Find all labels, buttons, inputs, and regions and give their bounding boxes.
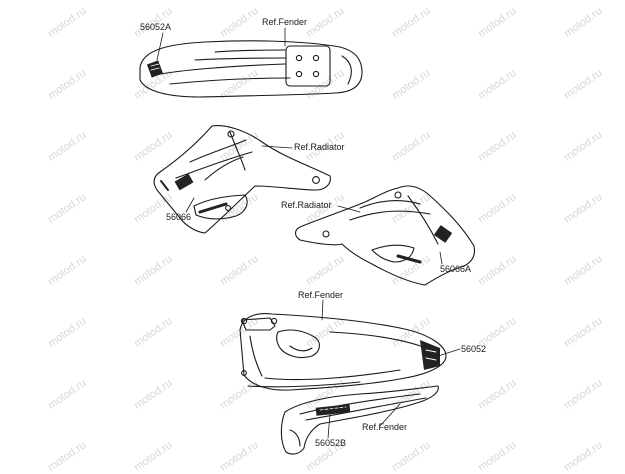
radiator-shroud-right bbox=[294, 185, 476, 286]
decal-56052 bbox=[420, 340, 440, 370]
decal-56066 bbox=[174, 173, 194, 191]
label-radiator-shroud-right-ref: Ref.Radiator bbox=[281, 200, 332, 210]
label-rear-fender-decal: 56052 bbox=[461, 344, 487, 354]
label-rear-fender-ref: Ref.Fender bbox=[298, 290, 344, 300]
label-radiator-shroud-right-decal: 56066A bbox=[440, 264, 472, 274]
label-radiator-shroud-left-ref: Ref.Radiator bbox=[294, 142, 345, 152]
rear-fender bbox=[239, 313, 447, 391]
radiator-shroud-left bbox=[153, 125, 331, 234]
label-radiator-shroud-left-decal: 56066 bbox=[166, 212, 192, 222]
leader-lines bbox=[156, 27, 461, 439]
front-fender bbox=[139, 40, 363, 98]
decal-56066a bbox=[433, 225, 453, 243]
label-side-cover-ref: Ref.Fender bbox=[362, 422, 408, 432]
side-cover bbox=[280, 385, 439, 455]
label-side-cover-decal: 56052B bbox=[315, 438, 347, 448]
label-front-fender-ref: Ref.Fender bbox=[262, 17, 308, 27]
label-front-fender-decal: 56052A bbox=[140, 22, 172, 32]
